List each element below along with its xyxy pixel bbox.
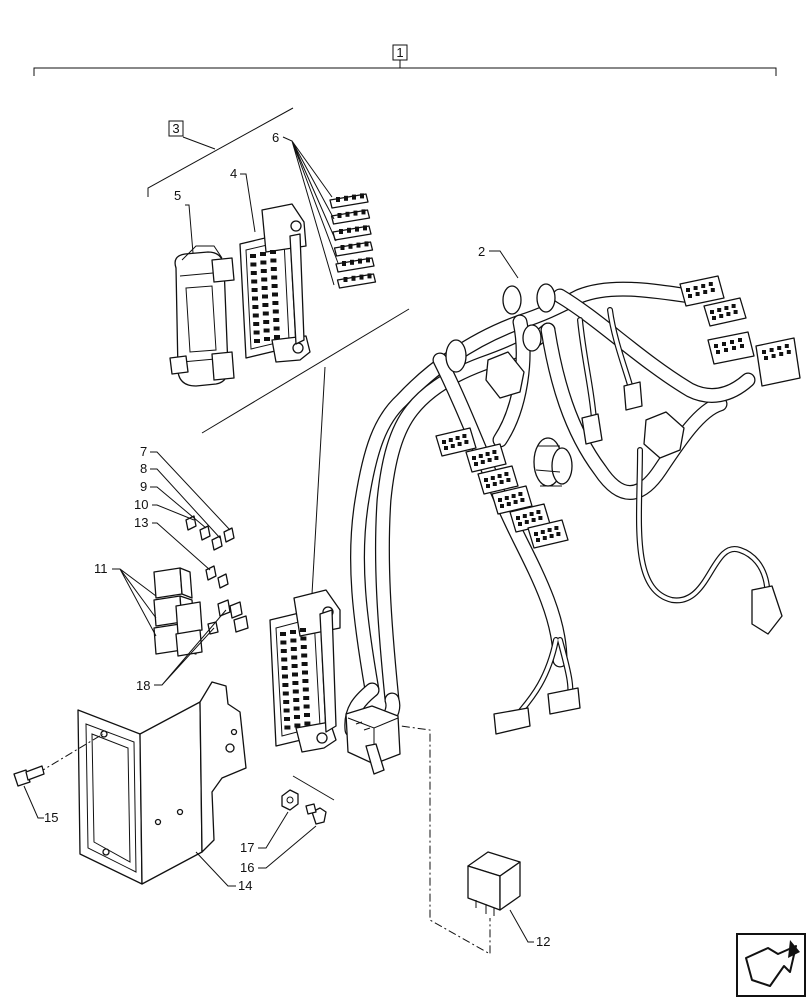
explode-line-b — [311, 366, 326, 595]
callout-8: 8 — [140, 461, 147, 476]
callout-3: 3 — [172, 121, 179, 136]
callout-10: 10 — [134, 497, 148, 512]
connector-cover-part-5 — [169, 245, 235, 387]
multipin-connector-part-4 — [239, 203, 311, 363]
callout-15: 15 — [44, 810, 58, 825]
callout-11: 11 — [94, 561, 108, 576]
callout-16: 16 — [240, 860, 254, 875]
next-page-arrow-icon[interactable] — [736, 933, 806, 997]
callout-6: 6 — [272, 130, 279, 145]
screw-part-15 — [13, 733, 104, 787]
callout-4: 4 — [230, 166, 237, 181]
assembly-bracket-1: 1 — [33, 44, 777, 76]
callout-12: 12 — [536, 934, 550, 949]
callout-9: 9 — [140, 479, 147, 494]
wiring-harness-part-2 — [344, 275, 801, 738]
callout-2: 2 — [478, 244, 485, 259]
relay-part-12 — [385, 723, 521, 955]
mounting-bracket-part-14 — [77, 681, 247, 885]
callout-7: 7 — [140, 444, 147, 459]
callout-1: 1 — [396, 45, 403, 60]
callout-14: 14 — [238, 878, 252, 893]
callout-13: 13 — [134, 515, 148, 530]
parts-18 — [207, 599, 249, 635]
callout-5: 5 — [174, 188, 181, 203]
callout-18: 18 — [136, 678, 150, 693]
explode-line-a — [201, 308, 410, 434]
callout-17: 17 — [240, 840, 254, 855]
subassembly-bracket-3: 3 — [147, 107, 294, 197]
fasteners-parts-16-17 — [281, 775, 335, 825]
assembled-multipin-connector — [269, 589, 401, 775]
terminals-part-6 — [329, 193, 377, 289]
relays-part-11 — [153, 567, 203, 657]
